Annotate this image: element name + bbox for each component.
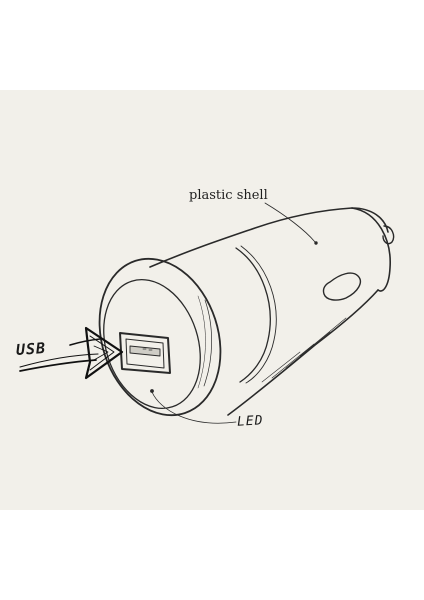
charger-front-face [98, 257, 222, 417]
plastic-shell-label: plastic shell [189, 188, 268, 203]
usb-label: USB [15, 338, 47, 360]
leader-lines [151, 202, 316, 424]
sketch-canvas: plastic shell USB LED [0, 90, 424, 510]
usb-port [119, 332, 171, 374]
usb-arrow [19, 326, 124, 380]
charger-body [149, 207, 395, 416]
car-charger-sketch [19, 202, 395, 424]
led-label: LED [236, 413, 264, 430]
